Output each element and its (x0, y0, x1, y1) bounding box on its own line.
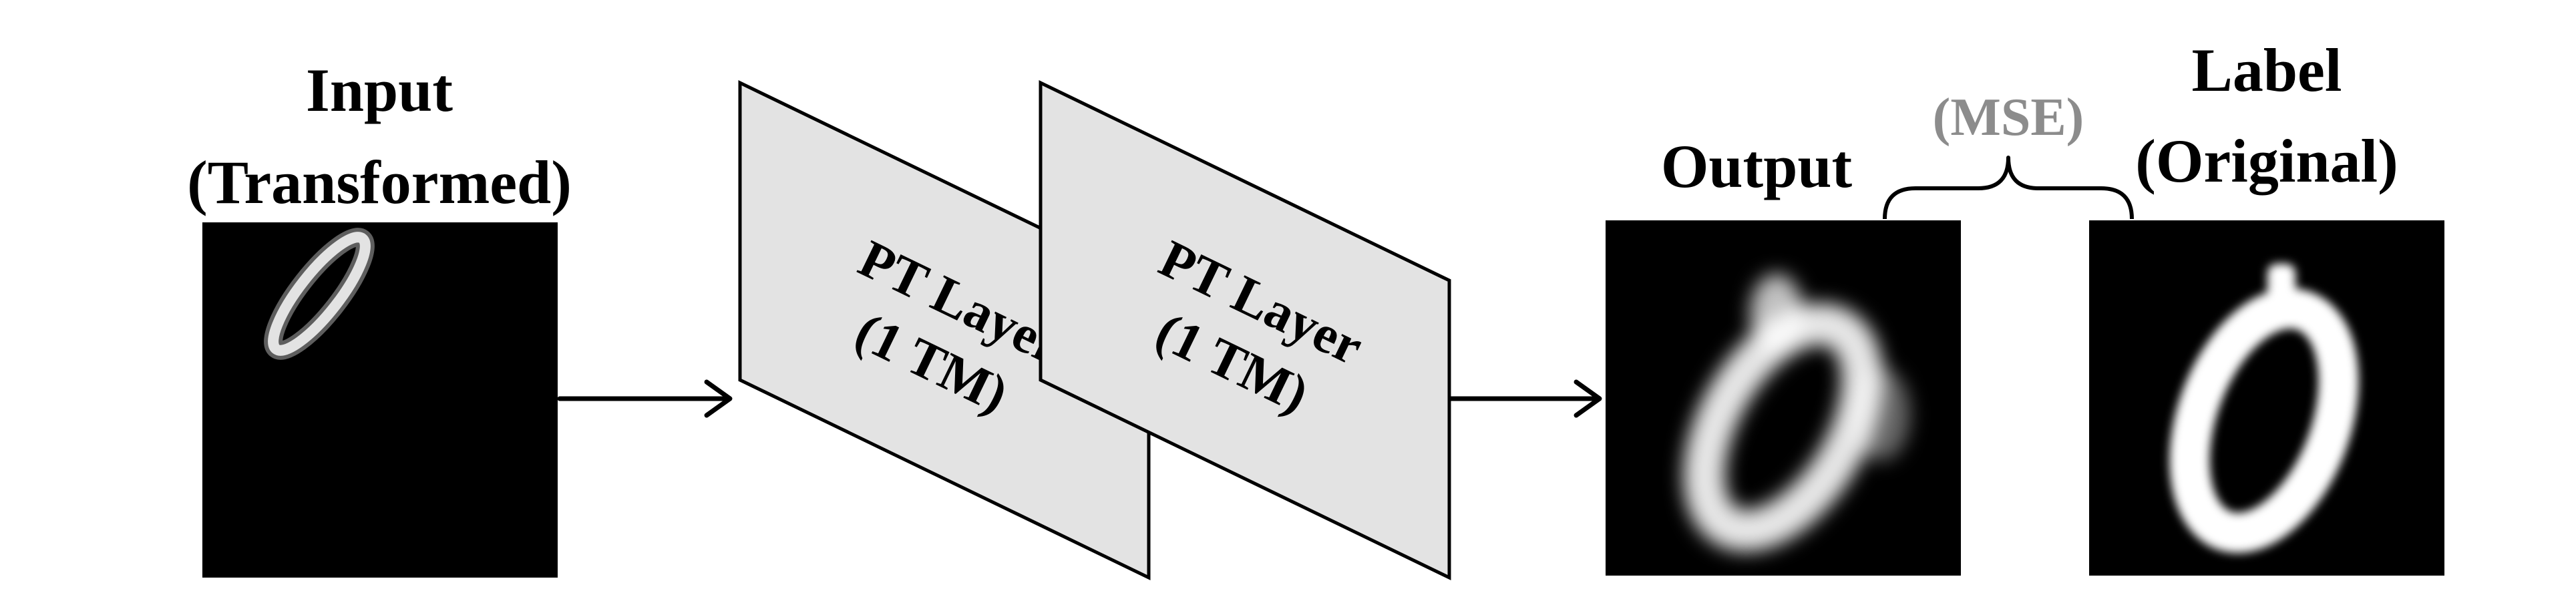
input-title-line2: (Transformed) (187, 148, 572, 216)
label-digit-zero (2169, 264, 2359, 553)
arrow-layer-to-output (1448, 379, 1602, 418)
loss-label: (MSE) (1933, 88, 2084, 147)
label-title-line2: (Original) (2135, 127, 2398, 195)
input-title-line1: Input (306, 56, 453, 124)
input-digit-stroke (264, 228, 375, 360)
arrow-input-to-layer (557, 379, 733, 418)
output-title: Output (1661, 132, 1853, 200)
label-image (2089, 220, 2444, 576)
input-image (202, 222, 558, 578)
pt-layer-panel-2: PT Layer (1 TM) (1039, 80, 1451, 580)
mse-brace (1883, 156, 2134, 220)
output-digit-zero (1683, 274, 1910, 552)
output-image (1606, 220, 1961, 576)
pt-layer-panel-1: PT Layer (1 TM) (738, 80, 1151, 580)
label-title-line1: Label (2192, 36, 2342, 104)
